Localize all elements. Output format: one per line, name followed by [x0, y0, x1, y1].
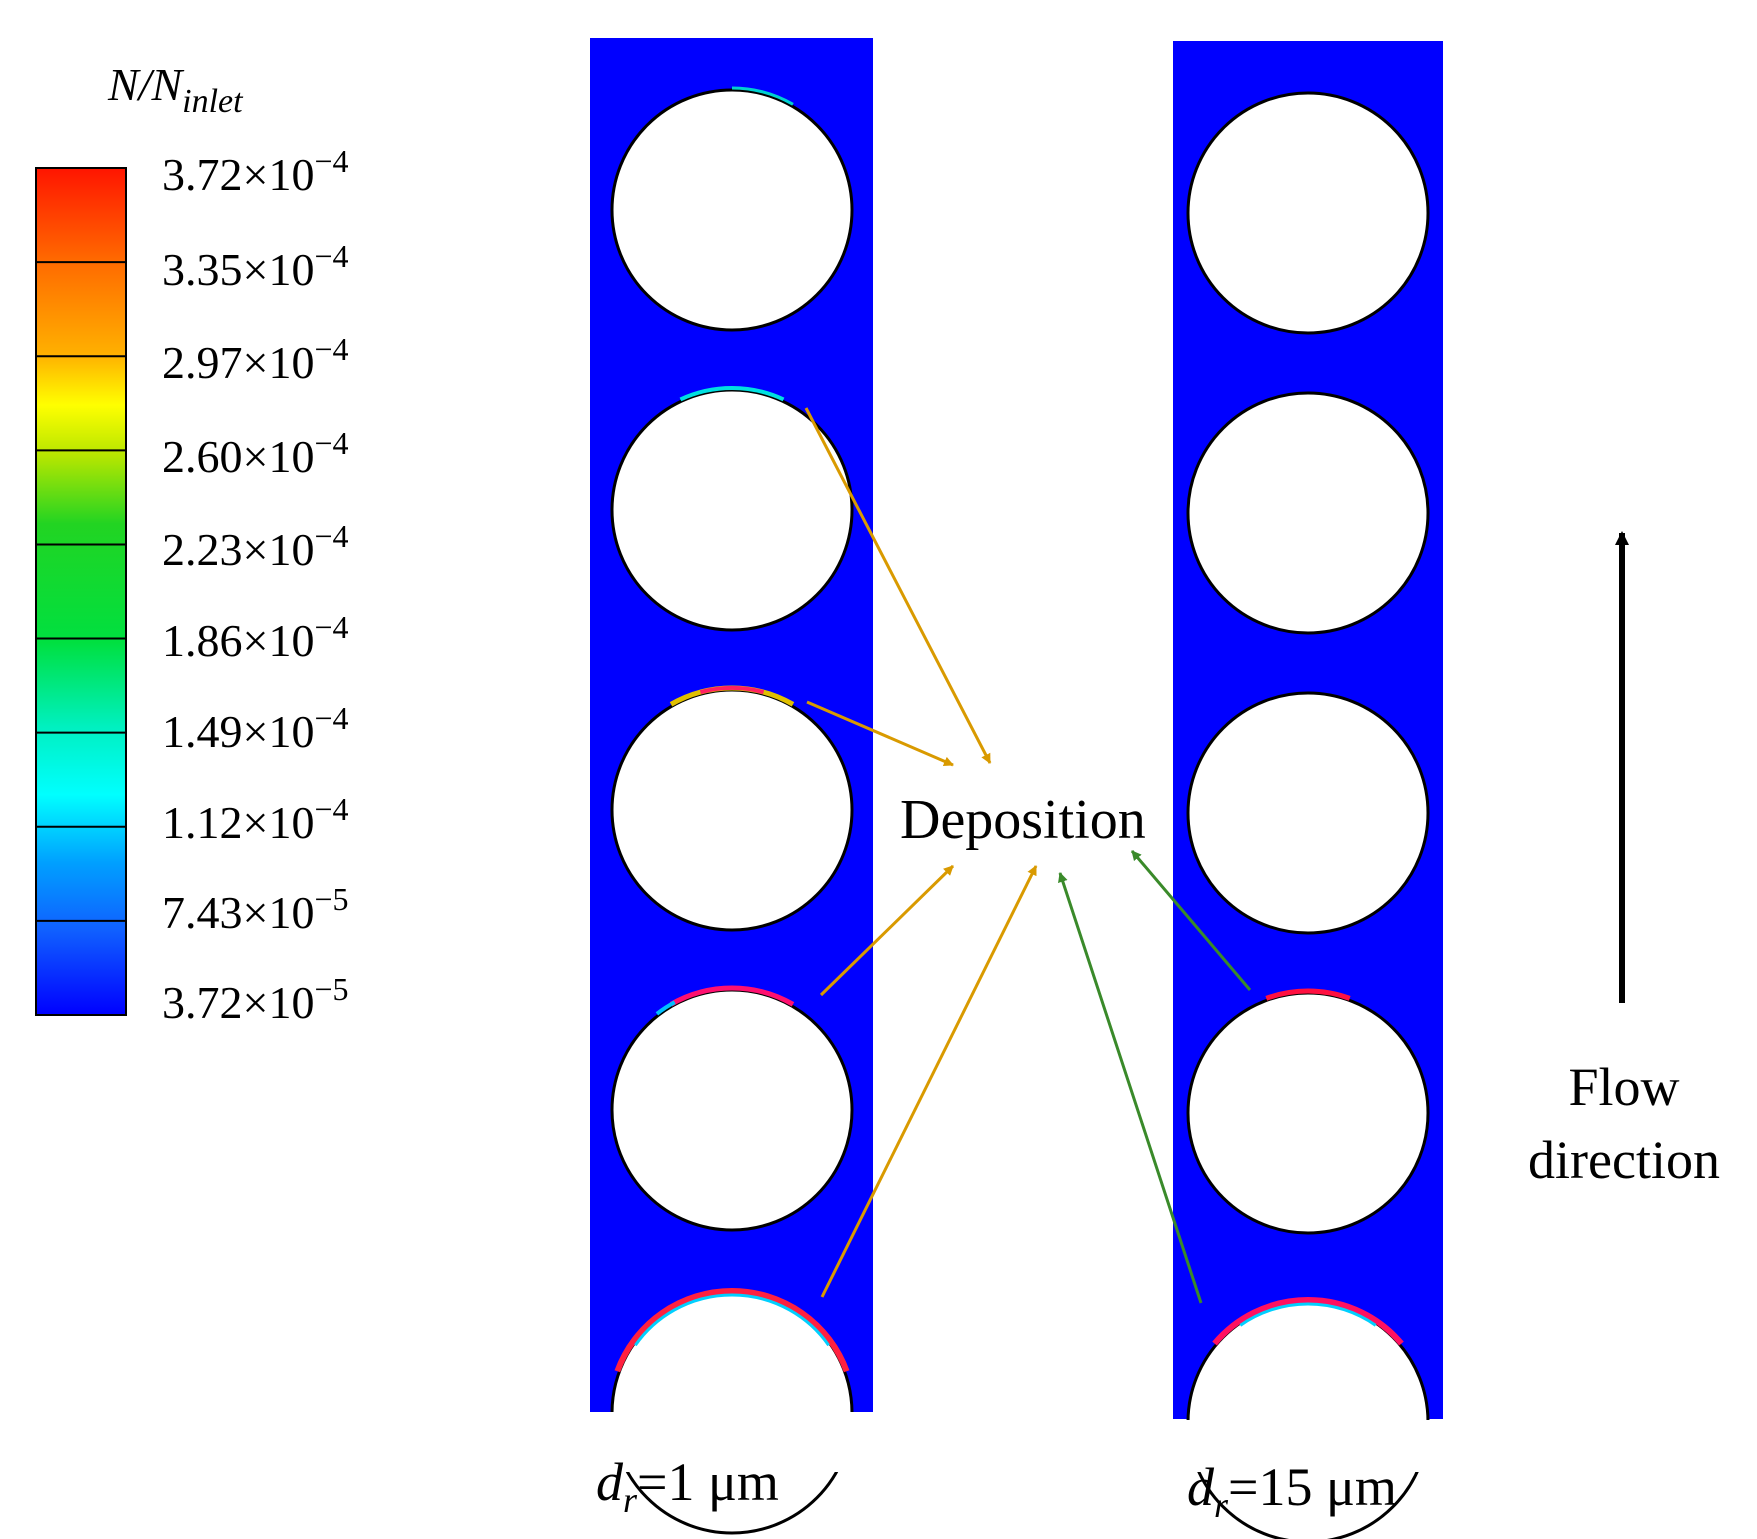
- deposition-band: [669, 985, 795, 1007]
- channel-bottom-mask: [580, 1412, 880, 1472]
- deposition-band: [655, 1000, 676, 1016]
- deposition-band: [679, 386, 785, 402]
- deposition-arrow-d1-1: [804, 407, 992, 764]
- colorbar-label: 2.60×10−4: [162, 425, 349, 482]
- deposition-bands-d15: [1212, 988, 1404, 1346]
- colorbar-label: 3.72×10−5: [162, 971, 349, 1028]
- deposition-arrow-d1-2: [806, 700, 954, 767]
- deposition-band: [1265, 988, 1351, 1001]
- flow-label-line2: direction: [1528, 1130, 1720, 1190]
- flow-label-line1: Flow: [1568, 1057, 1679, 1117]
- cylinder: [1186, 991, 1430, 1235]
- deposition-band: [699, 686, 765, 695]
- panel-d1: dr=1 μm: [580, 38, 880, 1535]
- colorbar-title-sub: inlet: [182, 83, 244, 120]
- colorbar-level-lines: [36, 261, 126, 1016]
- colorbar-label: 3.72×10−4: [162, 143, 349, 200]
- cylinder: [1186, 91, 1430, 335]
- cylinders-d1: [610, 88, 854, 1535]
- cylinder: [1186, 691, 1430, 935]
- flow-direction: Flow direction: [1528, 531, 1720, 1190]
- deposition-label: Deposition: [900, 789, 1146, 851]
- deposition-bands-d1: [614, 86, 850, 1373]
- cylinder: [610, 688, 854, 932]
- deposition-arrow-d15-1: [1130, 850, 1252, 991]
- colorbar-label: 1.12×10−4: [162, 791, 349, 848]
- deposition-band: [634, 1293, 830, 1347]
- deposition-arrow-d1-3: [819, 864, 955, 997]
- panel-d15: dr=15 μm: [1165, 41, 1455, 1539]
- cylinder: [1186, 391, 1430, 635]
- colorbar-label: 1.86×10−4: [162, 609, 349, 666]
- deposition-band: [731, 86, 794, 106]
- colorbar-label: 3.35×10−4: [162, 238, 349, 295]
- colorbar-title-main: N/N: [107, 59, 184, 110]
- deposition-annotation: Deposition: [804, 407, 1252, 1304]
- panel-label-d15: dr=15 μm: [1187, 1457, 1397, 1525]
- deposition-arrow-d15-2: [1058, 872, 1203, 1304]
- colorbar-label: 7.43×10−5: [162, 881, 349, 938]
- colorbar: [35, 167, 127, 1016]
- deposition-band: [614, 1288, 850, 1373]
- colorbar-title: N/Ninlet: [107, 59, 244, 120]
- cylinder: [610, 988, 854, 1232]
- colorbar-legend: N/Ninlet 3.72×10−4 3.35×10−4 2.97×10−4 2.60…: [35, 59, 349, 1028]
- channel-bottom-mask: [1165, 1420, 1455, 1472]
- deposition-band: [1239, 1302, 1377, 1327]
- colorbar-label: 2.97×10−4: [162, 331, 349, 388]
- deposition-arrow-d1-4: [820, 865, 1038, 1298]
- cylinder: [610, 88, 854, 332]
- deposition-band: [1212, 1296, 1404, 1346]
- colorbar-label: 1.49×10−4: [162, 700, 349, 757]
- colorbar-label: 2.23×10−4: [162, 518, 349, 575]
- panel-label-d1: dr=1 μm: [596, 1452, 779, 1520]
- colorbar-labels: 3.72×10−4 3.35×10−4 2.97×10−4 2.60×10−4 2.23…: [162, 143, 349, 1028]
